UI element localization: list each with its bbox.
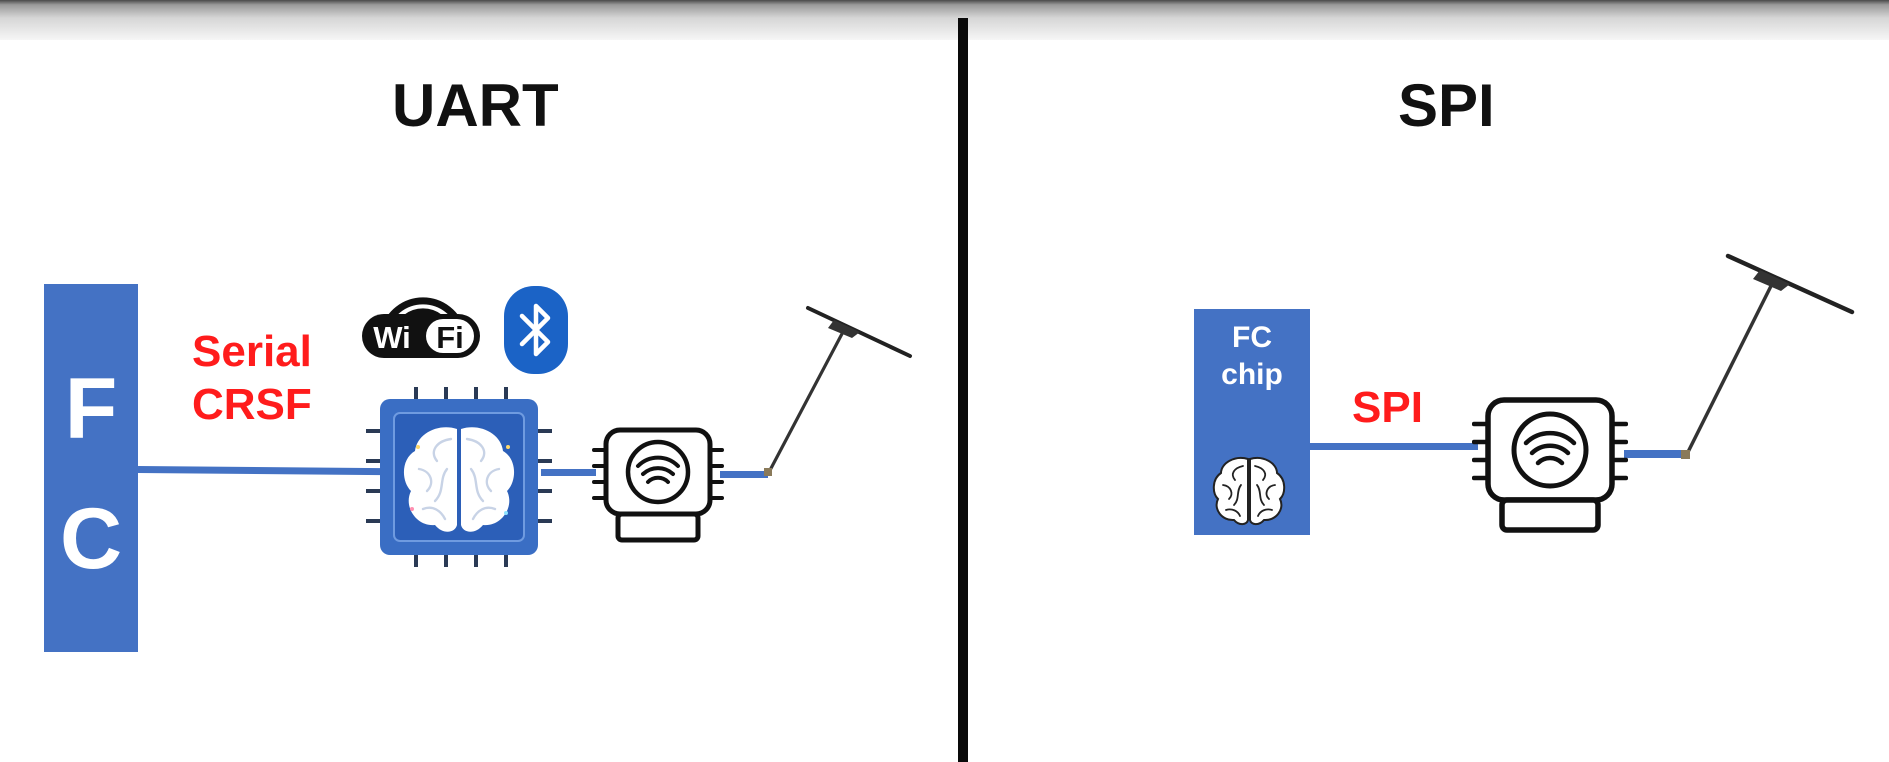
top-shadow-bar: [0, 0, 1889, 40]
fc-chip-label-line1: FC: [1232, 321, 1272, 354]
fc-block: F C: [44, 284, 138, 652]
serial-crsf-label: Serial CRSF: [192, 326, 312, 432]
serial-label-line: Serial: [192, 327, 312, 376]
brain-chip-icon: [366, 387, 552, 567]
rf-module-icon: [1471, 396, 1629, 536]
rf-to-antenna-wire: [720, 471, 768, 478]
panel-divider: [958, 18, 968, 762]
rf-to-antenna-wire-spi: [1624, 450, 1682, 458]
crsf-label-line: CRSF: [192, 379, 312, 429]
svg-text:Wi: Wi: [373, 320, 411, 355]
chip-to-rf-wire: [541, 469, 596, 476]
svg-text:Fi: Fi: [436, 320, 464, 355]
fc-chip-block: FC chip: [1194, 309, 1310, 535]
antenna-icon: [1676, 250, 1866, 462]
spi-link-label: SPI: [1352, 383, 1423, 432]
serial-wire: [137, 466, 391, 476]
brain-icon: [1212, 453, 1286, 527]
fc-chip-label-line2: chip: [1221, 358, 1283, 391]
fc-chip-label: FC chip: [1194, 319, 1310, 393]
spi-wire: [1310, 443, 1478, 450]
spi-heading: SPI: [1398, 72, 1495, 139]
fc-block-letter-c: C: [59, 491, 123, 587]
uart-heading: UART: [392, 72, 559, 139]
bluetooth-icon: [504, 286, 568, 374]
fc-block-letter-f: F: [64, 361, 118, 457]
antenna-icon: [760, 300, 920, 480]
wifi-logo-icon: Wi Fi: [358, 284, 484, 366]
rf-module-icon: [592, 426, 724, 546]
